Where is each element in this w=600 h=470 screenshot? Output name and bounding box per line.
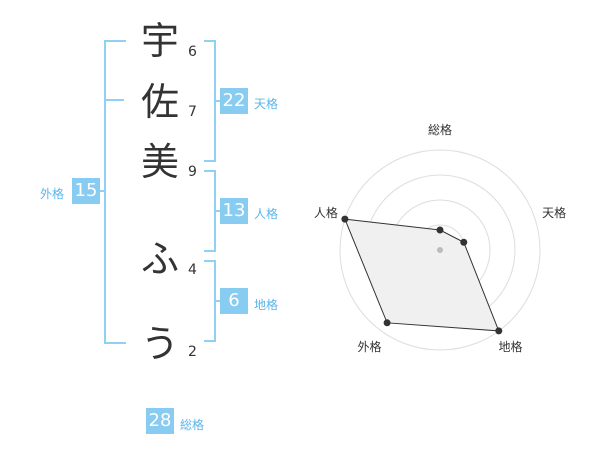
radar-axis-label-3: 地格 <box>499 339 523 354</box>
radar-axis-label-5: 人格 <box>314 205 338 220</box>
radar-point-2 <box>460 238 468 246</box>
bracket-tick <box>104 99 124 101</box>
radar-point-5 <box>341 215 349 223</box>
chikaku-badge: 6 <box>220 288 248 314</box>
radar-center <box>437 247 443 253</box>
connector <box>214 210 220 212</box>
jinkaku-label: 人格 <box>254 207 279 221</box>
name-char-1: 宇 <box>140 19 179 63</box>
name-char-4: ふ <box>140 237 179 281</box>
gaikaku-label: 外格 <box>40 187 65 201</box>
name-char-5: う <box>140 322 179 366</box>
jinkaku-badge: 13 <box>220 198 248 224</box>
connector <box>214 100 220 102</box>
stroke-count-4: 4 <box>188 262 197 278</box>
gaikaku-bracket <box>104 40 126 344</box>
stroke-count-5: 2 <box>188 344 197 360</box>
tenkaku-badge: 22 <box>220 88 248 114</box>
radar-axis-label-4: 外格 <box>357 339 381 354</box>
radar-axis-label-1: 総格 <box>428 122 452 137</box>
connector <box>98 190 104 192</box>
radar-ring <box>339 149 541 351</box>
radar-point-1 <box>436 226 444 234</box>
connector <box>214 300 220 302</box>
radar-area <box>344 218 500 332</box>
stroke-count-2: 7 <box>188 104 197 120</box>
soukaku-label: 総格 <box>180 418 205 432</box>
stroke-count-1: 6 <box>188 44 197 60</box>
tenkaku-label: 天格 <box>254 97 279 111</box>
name-char-3: 美 <box>140 140 179 184</box>
radar-point-3 <box>495 327 503 335</box>
radar-axis-label-2: 天格 <box>542 205 566 220</box>
radar-point-4 <box>383 319 391 327</box>
name-char-2: 佐 <box>140 80 179 124</box>
stroke-count-3: 9 <box>188 164 197 180</box>
gaikaku-badge: 15 <box>72 178 100 204</box>
soukaku-badge: 28 <box>146 408 174 434</box>
chikaku-label: 地格 <box>254 298 279 312</box>
